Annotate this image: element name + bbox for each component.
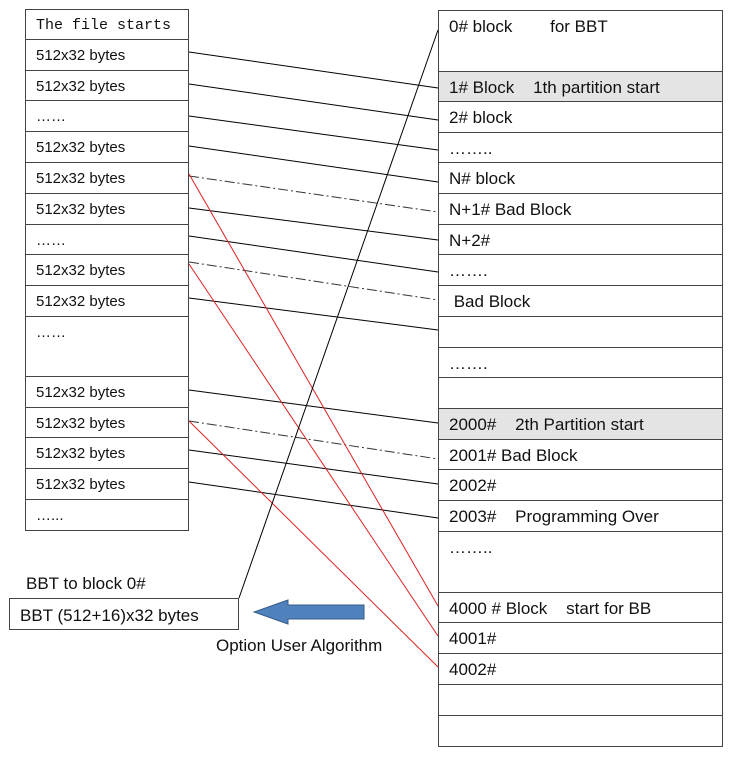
source-cell: 512x32 bytes: [25, 468, 189, 500]
source-cell: 512x32 bytes: [25, 254, 189, 286]
block-cell: 4001#: [438, 622, 723, 654]
source-cell-label: 512x32 bytes: [36, 262, 126, 279]
source-cell-label: 512x32 bytes: [36, 47, 126, 64]
source-cell-label: 512x32 bytes: [36, 445, 126, 462]
block-cell-label: ……..: [449, 538, 493, 557]
block-cell: 2003# Programming Over: [438, 500, 723, 532]
block-cell-label: 1# Block 1th partition start: [449, 78, 660, 97]
block-cell: [438, 316, 723, 348]
bad-block-skip-line: [188, 261, 439, 301]
block-cell-label: 2002#: [449, 476, 497, 495]
source-cell: ……: [25, 100, 189, 132]
block-cell: [438, 377, 723, 409]
bbt-box: BBT (512+16)x32 bytes: [9, 598, 239, 630]
source-cell-label: The file starts: [36, 17, 172, 34]
source-cell: ……: [25, 224, 189, 255]
source-cell: 512x32 bytes: [25, 407, 189, 438]
block-cell-label: 4001#: [449, 629, 497, 648]
mapping-line: [188, 83, 439, 121]
source-cell: 512x32 bytes: [25, 285, 189, 317]
bad-block-remap-line: [188, 173, 439, 607]
mapping-line: [188, 449, 439, 485]
block-cell-label: Bad Block: [449, 292, 531, 311]
source-cell: 512x32 bytes: [25, 162, 189, 194]
block-cell-label: …….: [449, 261, 488, 280]
mapping-line: [188, 297, 439, 331]
bad-block-remap-line: [188, 420, 439, 668]
block-cell: ……..: [438, 531, 723, 593]
block-cell-label: 2001# Bad Block: [449, 446, 578, 465]
block-cell-label: …….: [449, 354, 488, 373]
source-cell-label: 512x32 bytes: [36, 415, 126, 432]
source-cell-label: 512x32 bytes: [36, 476, 126, 493]
mapping-line: [188, 207, 439, 241]
block-cell-label: N+2#: [449, 231, 491, 250]
source-cell-label: 512x32 bytes: [36, 78, 126, 95]
source-cell: 512x32 bytes: [25, 376, 189, 408]
source-cell-label: ……: [36, 108, 66, 125]
block-cell: [438, 715, 723, 747]
bad-block-skip-line: [188, 175, 439, 213]
block-cell-label: 4002#: [449, 660, 497, 679]
block-cell-label: N# block: [449, 169, 516, 188]
block-cell-label: 4000 # Block start for BB: [449, 599, 652, 618]
block-cell-label: ……..: [449, 139, 493, 158]
source-cell: 512x32 bytes: [25, 437, 189, 469]
source-cell: The file starts: [25, 9, 189, 40]
block-cell: 2001# Bad Block: [438, 439, 723, 470]
block-cell-label: N+1# Bad Block: [449, 200, 572, 219]
source-cell-label: 512x32 bytes: [36, 170, 126, 187]
bad-block-skip-line: [188, 420, 439, 460]
block-cell: 1# Block 1th partition start: [438, 71, 723, 102]
source-cell-label: 512x32 bytes: [36, 201, 126, 218]
block-cell-label: 0# block for BBT: [449, 17, 608, 36]
source-cell: 512x32 bytes: [25, 70, 189, 101]
mapping-line: [188, 115, 439, 151]
mapping-line: [188, 389, 439, 424]
source-cell-label: 512x32 bytes: [36, 384, 126, 401]
block-cell: N+2#: [438, 224, 723, 255]
mapping-line: [188, 145, 439, 183]
option-user-algorithm-label: Option User Algorithm: [216, 636, 383, 655]
source-cell-label: …...: [36, 507, 64, 524]
bbt-box-label: BBT (512+16)x32 bytes: [20, 606, 199, 625]
source-cell-label: 512x32 bytes: [36, 293, 126, 310]
block-cell-label: 2# block: [449, 108, 513, 127]
mapping-line: [188, 51, 439, 89]
block-cell: 4000 # Block start for BB: [438, 592, 723, 623]
block-cell: 4002#: [438, 653, 723, 685]
block-cell: [438, 684, 723, 716]
block-cell: …….: [438, 347, 723, 378]
source-cell-label: ……: [36, 324, 66, 341]
source-cell: ……: [25, 316, 189, 377]
bbt-to-block0-line: [238, 29, 439, 599]
mapping-line: [188, 235, 439, 273]
block-cell: 0# block for BBT: [438, 10, 723, 72]
source-cell: 512x32 bytes: [25, 39, 189, 71]
bad-block-remap-line: [188, 263, 439, 637]
source-cell: 512x32 bytes: [25, 193, 189, 225]
source-cell: 512x32 bytes: [25, 131, 189, 163]
block-cell: 2002#: [438, 469, 723, 501]
block-cell-label: 2003# Programming Over: [449, 507, 659, 526]
block-cell: N# block: [438, 162, 723, 194]
bbt-caption: BBT to block 0#: [26, 574, 146, 593]
block-cell: ……..: [438, 132, 723, 163]
source-cell-label: ……: [36, 232, 66, 249]
source-cell: …...: [25, 499, 189, 531]
left-arrow-icon: [252, 599, 365, 625]
block-cell: N+1# Bad Block: [438, 193, 723, 225]
block-cell: 2# block: [438, 101, 723, 133]
block-cell: Bad Block: [438, 285, 723, 317]
source-cell-label: 512x32 bytes: [36, 139, 126, 156]
block-cell-label: 2000# 2th Partition start: [449, 415, 644, 434]
block-cell: 2000# 2th Partition start: [438, 408, 723, 440]
block-cell: …….: [438, 254, 723, 286]
mapping-line: [188, 481, 439, 519]
